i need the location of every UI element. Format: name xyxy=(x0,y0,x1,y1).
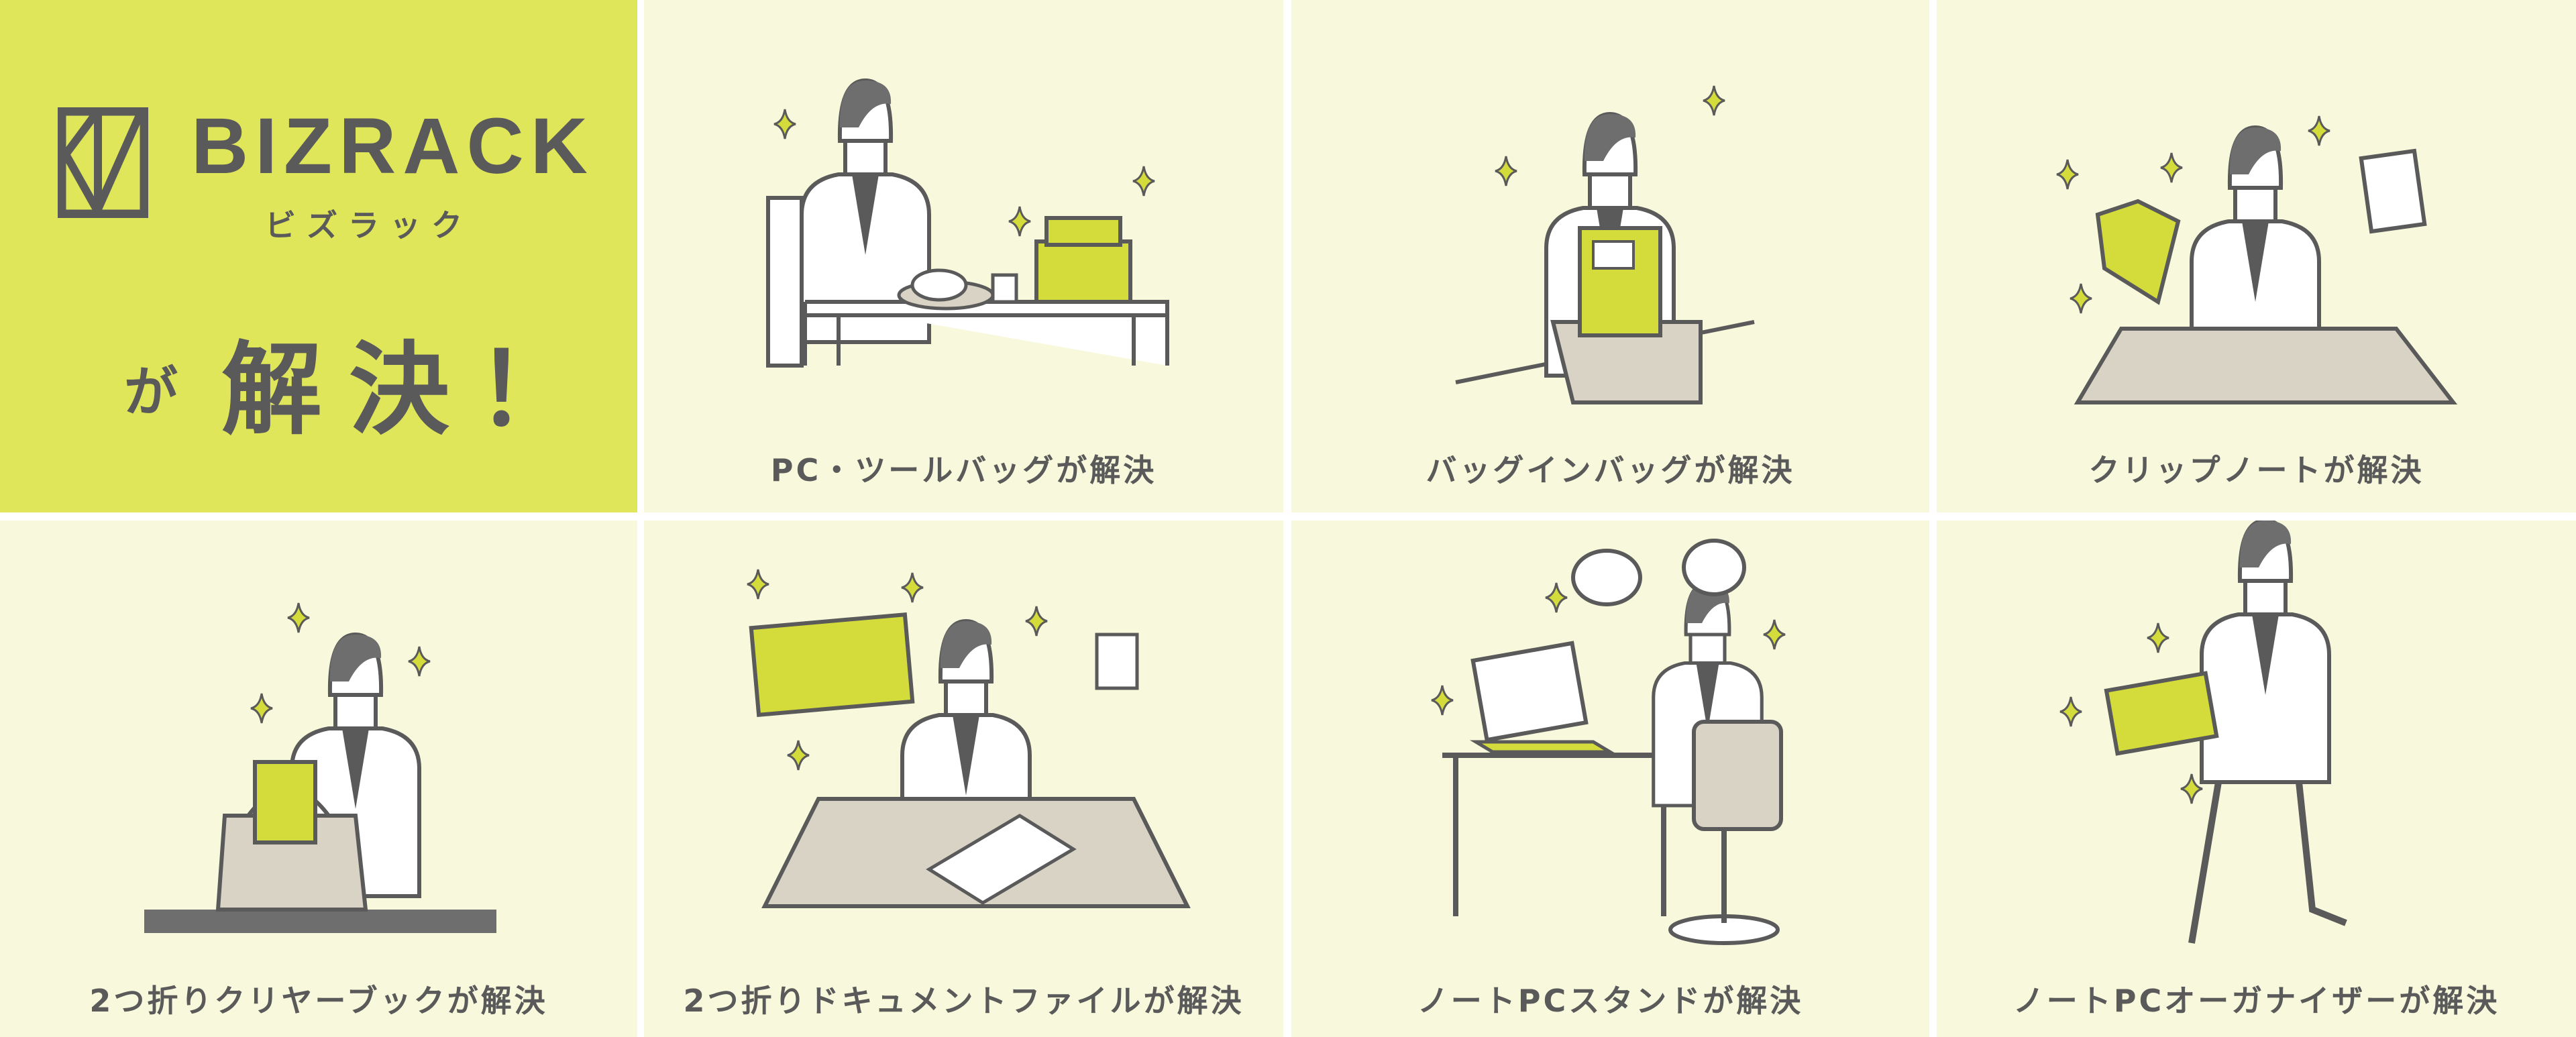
man-at-laptop-stand-icon xyxy=(1430,539,1786,945)
man-with-clip-notes-icon xyxy=(2055,115,2458,404)
tagline-particle: が xyxy=(124,361,178,423)
panel-caption: クリップノートが解決 xyxy=(2088,452,2424,488)
panel-clear-book: 2つ折りクリヤーブックが解決 xyxy=(0,521,637,1037)
panel-caption: 2つ折りクリヤーブックが解決 xyxy=(89,983,548,1019)
man-with-clear-book-icon xyxy=(144,602,496,933)
tagline-main: 解決！ xyxy=(221,332,604,449)
panel-caption: ノートPCスタンドが解決 xyxy=(1417,983,1804,1019)
man-with-bag-in-bag-icon xyxy=(1455,85,1755,404)
panel-caption: PC・ツールバッグが解決 xyxy=(770,452,1157,488)
panel-bag-in-bag: バッグインバッグが解決 xyxy=(1291,0,1929,512)
panel-document-file: 2つ折りドキュメントファイルが解決 xyxy=(644,521,1283,1037)
panel-organizer: ノートPCオーガナイザーが解決 xyxy=(1937,521,2576,1037)
panel-laptop-stand: ノートPCスタンドが解決 xyxy=(1291,521,1929,1037)
bizrack-logo-icon xyxy=(58,107,148,218)
man-walking-with-organizer-icon xyxy=(2059,521,2347,944)
man-with-tool-bag-at-desk-icon xyxy=(766,0,1169,368)
panel-caption: ノートPCオーガナイザーが解決 xyxy=(2012,983,2500,1019)
man-with-document-file-icon xyxy=(746,568,1191,908)
logo-text: BIZRACK xyxy=(191,102,594,190)
panel-clip-note: クリップノートが解決 xyxy=(1937,0,2576,512)
logo-kana: ビズラック xyxy=(265,207,473,243)
panel-caption: 2つ折りドキュメントファイルが解決 xyxy=(683,983,1244,1019)
panel-caption: バッグインバッグが解決 xyxy=(1426,452,1795,488)
brand-panel: BIZRACK ビズラック が 解決！ xyxy=(0,0,637,512)
panel-pc-tool-bag: PC・ツールバッグが解決 xyxy=(644,0,1283,512)
